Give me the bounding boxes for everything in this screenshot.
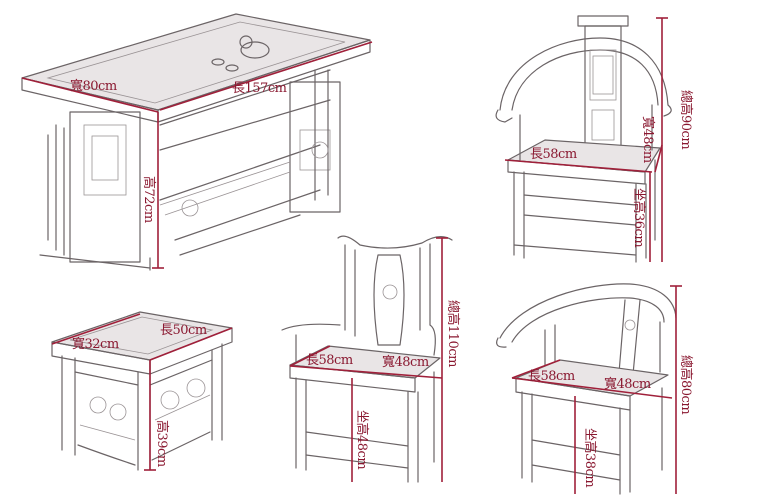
armchair-width-label: 寬48cm xyxy=(640,116,655,163)
round-chair-width-label: 寬48cm xyxy=(604,377,651,392)
tea-table-width-label: 寬80cm xyxy=(70,79,117,94)
yoke-chair-length-line xyxy=(289,345,331,367)
round-chair-length-label: 長58cm xyxy=(528,369,575,384)
yoke-chair-width-line xyxy=(289,365,443,379)
armchair-length-label: 長58cm xyxy=(530,147,577,162)
armchair-length-line xyxy=(504,159,653,173)
dimension-lines xyxy=(21,17,682,494)
tea-table-length-label: 長157cm xyxy=(232,81,287,96)
yoke-chair-total-height-label: 總高110cm xyxy=(445,300,460,367)
stool-width-label: 寬32cm xyxy=(72,337,119,352)
stool-height-label: 高39cm xyxy=(154,420,169,467)
yoke-chair-length-label: 長58cm xyxy=(306,353,353,368)
round-chair-length-line xyxy=(511,359,561,379)
tea-table-length-line xyxy=(159,41,373,111)
round-chair-total-height-label: 總高80cm xyxy=(678,355,693,415)
armchair-total-height-label: 總高90cm xyxy=(678,90,693,150)
yoke-chair-width-label: 寬48cm xyxy=(382,355,429,370)
armchair-seat-height-label: 坐高36cm xyxy=(631,188,646,248)
yoke-chair-seat-height-label: 坐高48cm xyxy=(354,410,369,470)
tea-table-drawing xyxy=(21,13,371,271)
stool-width-line xyxy=(51,313,141,345)
round-chair-width-line xyxy=(511,377,673,399)
yoke-chair-drawing xyxy=(281,235,453,483)
stool-length-line xyxy=(149,327,233,361)
tea-table-width-line xyxy=(21,77,159,113)
armchair-width-line xyxy=(654,144,663,173)
stool-length-label: 長50cm xyxy=(160,323,207,338)
tea-table-height-label: 高72cm xyxy=(141,176,156,223)
armchair-top-drawing xyxy=(495,15,672,263)
round-chair-drawing xyxy=(496,283,677,495)
round-chair-seat-height-label: 坐高38cm xyxy=(582,428,597,488)
